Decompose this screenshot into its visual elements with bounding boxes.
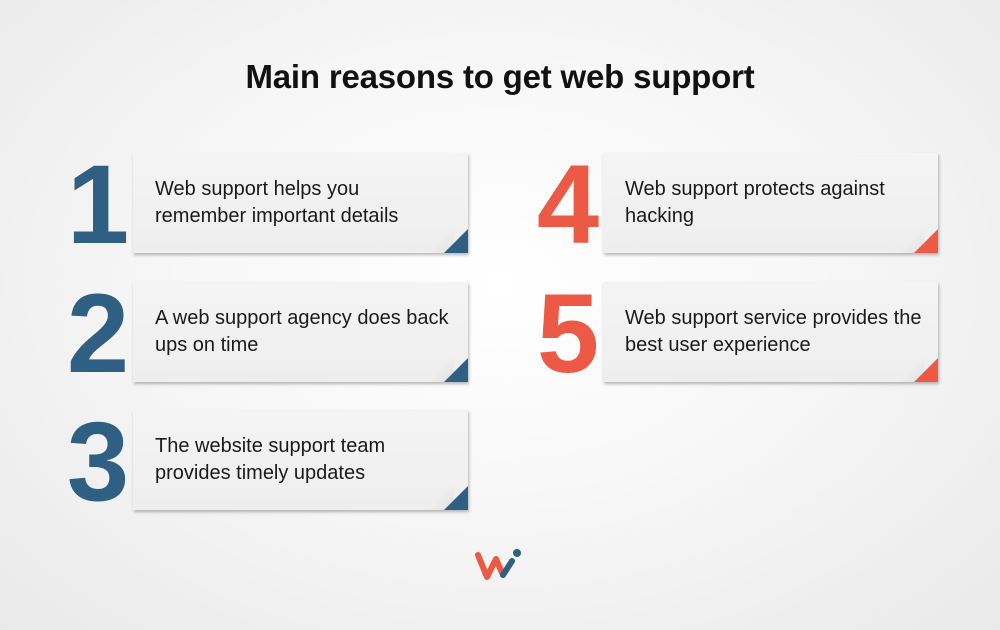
corner-fold-icon (914, 229, 938, 253)
reason-text: Web support protects against hacking (625, 178, 885, 227)
reason-card: Web support protects against hacking (603, 153, 938, 253)
reason-card: Web support helps you remember important… (133, 153, 468, 253)
corner-fold-icon (444, 229, 468, 253)
reason-text: A web support agency does back ups on ti… (155, 307, 449, 356)
reason-card: The website support team provides timely… (133, 410, 468, 510)
reason-item-1: 1 Web support helps you remember importa… (58, 145, 478, 265)
reason-number: 3 (66, 399, 130, 524)
corner-fold-icon (914, 358, 938, 382)
reason-number: 4 (536, 142, 600, 267)
reason-text: Web support helps you remember important… (155, 178, 399, 227)
reason-number: 2 (66, 271, 130, 396)
corner-fold-icon (444, 486, 468, 510)
w-logo-icon (475, 549, 521, 580)
reason-item-2: 2 A web support agency does back ups on … (58, 274, 478, 394)
reason-text: The website support team provides timely… (155, 435, 386, 484)
reason-number: 1 (66, 142, 130, 267)
w-letter-logo (470, 545, 530, 585)
reason-card: A web support agency does back ups on ti… (133, 282, 468, 382)
reason-text: Web support service provides the best us… (625, 307, 922, 356)
reason-item-5: 5 Web support service provides the best … (528, 274, 948, 394)
reason-item-3: 3 The website support team provides time… (58, 402, 478, 522)
corner-fold-icon (444, 358, 468, 382)
reason-number: 5 (536, 271, 600, 396)
page-title: Main reasons to get web support (245, 58, 755, 95)
reason-card: Web support service provides the best us… (603, 282, 938, 382)
reason-item-4: 4 Web support protects against hacking (528, 145, 948, 265)
